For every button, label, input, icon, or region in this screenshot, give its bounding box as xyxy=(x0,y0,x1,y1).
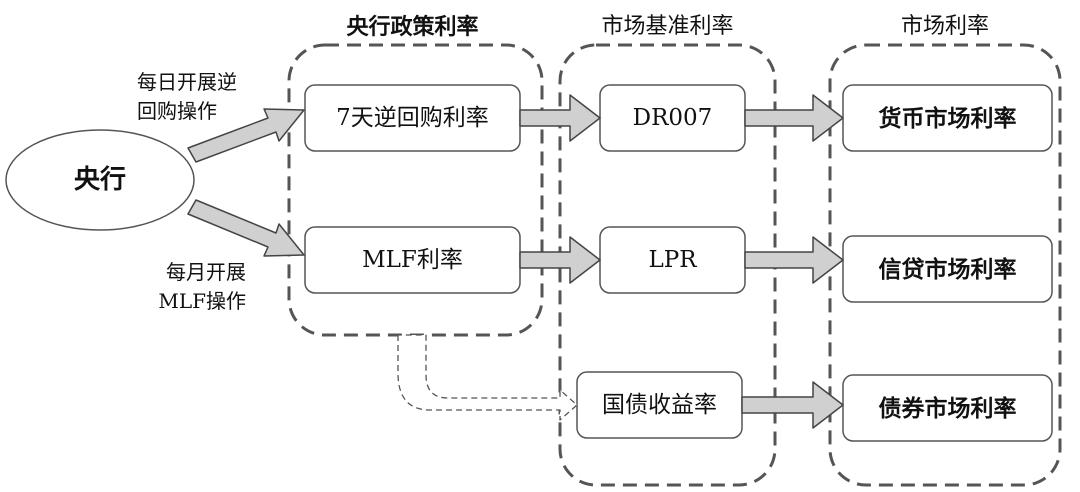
central-bank-label: 央行 xyxy=(73,165,126,195)
reverse-repo-rate-label: 7天逆回购利率 xyxy=(336,104,489,131)
daily-op-line1: 每日开展逆 xyxy=(137,70,237,94)
credit-market-rate-label: 信贷市场利率 xyxy=(878,255,1017,283)
policy-rate-title: 央行政策利率 xyxy=(346,14,479,40)
bond-market-rate-box xyxy=(842,374,1053,442)
monthly-op-line1: 每月开展 xyxy=(166,260,246,284)
dr007-label: DR007 xyxy=(632,104,713,131)
money-market-rate-label: 货币市场利率 xyxy=(878,104,1017,132)
arrow-mlf-to-lpr xyxy=(519,236,601,284)
central-bank-node xyxy=(5,129,195,231)
credit-market-rate-box xyxy=(842,235,1053,303)
arrow-lpr-to-credit-market xyxy=(744,236,844,284)
benchmark-rate-title: 市场基准利率 xyxy=(601,14,734,39)
arrow-treasury-to-bond-market xyxy=(741,381,844,429)
mlf-rate-label: MLF利率 xyxy=(362,246,463,273)
treasury-yield-label: 国债收益率 xyxy=(602,391,717,418)
daily-op-label: 每日开展逆 回购操作 xyxy=(137,68,267,134)
arrow-repo-to-dr007 xyxy=(519,94,601,142)
lpr-label: LPR xyxy=(648,246,697,273)
market-rate-title: 市场利率 xyxy=(900,14,989,39)
bond-market-rate-label: 债券市场利率 xyxy=(878,394,1017,422)
monthly-op-label: 每月开展 MLF操作 xyxy=(128,250,246,316)
arrow-dr007-to-money-market xyxy=(744,94,844,142)
daily-op-arrow xyxy=(187,108,305,163)
monthly-op-line2: MLF操作 xyxy=(158,289,246,313)
daily-op-line2: 回购操作 xyxy=(137,99,217,123)
dashed-arrow-policy-to-treasury xyxy=(397,334,578,421)
monthly-op-arrow xyxy=(187,199,305,257)
